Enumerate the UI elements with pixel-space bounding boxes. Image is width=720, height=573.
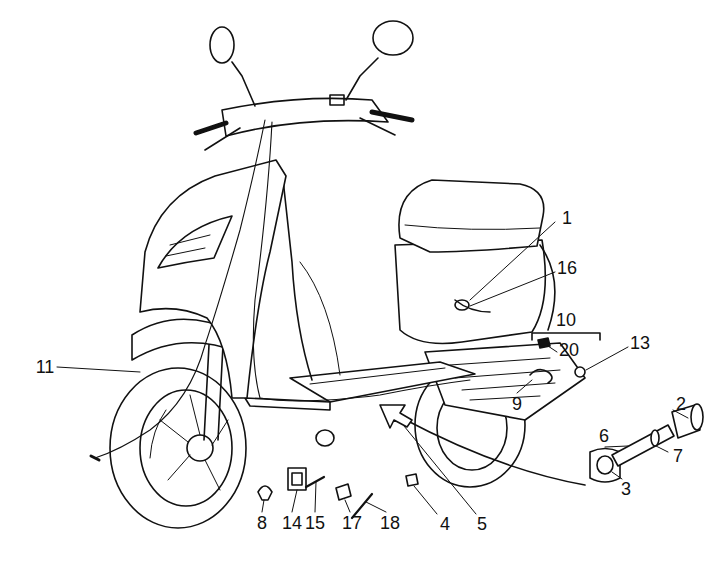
callout-number: 16 (556, 258, 578, 278)
leader-line (517, 380, 532, 393)
leader-line (605, 446, 628, 447)
leader-line (656, 446, 668, 452)
callout-number: 20 (558, 340, 580, 360)
callout-number: 11 (35, 357, 56, 377)
callout-number: 9 (511, 394, 523, 414)
plate-part (406, 474, 418, 486)
floorboard (290, 362, 475, 402)
callout-number: 1 (561, 208, 573, 228)
front-hub (187, 435, 213, 461)
callout-number: 8 (256, 513, 268, 533)
bracket-part (288, 468, 306, 490)
wheel-spokes (160, 395, 228, 490)
pointer-line (402, 418, 585, 485)
engine-fins (450, 358, 560, 400)
leader-line (586, 347, 628, 370)
callout-number: 2 (675, 394, 687, 414)
washer-part (651, 430, 659, 446)
right-mirror (373, 21, 413, 55)
brake-levers (205, 118, 395, 150)
body-underside (245, 398, 330, 410)
front-shield (140, 160, 286, 398)
leader-line (345, 500, 350, 512)
seat-seam (405, 225, 540, 229)
mirror-stem (346, 58, 378, 100)
headlight-panel (158, 216, 232, 268)
leader-line (57, 367, 140, 372)
leader-line (545, 344, 557, 352)
pointer-arrow (380, 405, 412, 428)
spring-part (530, 370, 552, 383)
leader-line (414, 486, 437, 514)
leg-shield (282, 170, 312, 380)
callout-number: 4 (439, 514, 451, 534)
floor-line (310, 368, 445, 384)
plate-part (336, 484, 351, 500)
cable-end (91, 456, 99, 460)
callout-number: 14 (281, 513, 303, 533)
handlebar-cover (222, 98, 388, 136)
callout-number: 17 (341, 513, 363, 533)
switch-box (330, 95, 344, 105)
rear-body (395, 240, 545, 344)
screw-part (306, 477, 324, 487)
callout-number: 7 (672, 446, 684, 466)
brake-disc (150, 410, 166, 458)
leader-line (470, 272, 555, 306)
rear-body-line (455, 300, 490, 312)
clip-part (258, 486, 272, 500)
rear-body-edge (540, 245, 555, 330)
callout-number: 18 (379, 513, 401, 533)
sleeve-end (691, 404, 703, 430)
leader-lines (57, 222, 688, 514)
leader-line (366, 502, 386, 512)
front-tire (110, 368, 246, 528)
grille-lines (166, 235, 210, 256)
left-mirror (210, 27, 234, 63)
bracket-inner (292, 473, 302, 485)
leader-line (262, 500, 264, 512)
leg-shield-line (300, 262, 340, 375)
brake-cable (95, 120, 265, 458)
front-rim (140, 390, 232, 506)
leader-line (292, 490, 297, 512)
callout-number: 13 (629, 333, 651, 353)
leader-line (470, 222, 555, 300)
bushing-hole (597, 456, 613, 474)
callout-number: 3 (620, 479, 632, 499)
nut-part (575, 367, 585, 377)
leader-line (612, 472, 622, 479)
callout-number: 6 (598, 426, 610, 446)
mirror-stem (232, 62, 255, 106)
callout-number: 15 (304, 513, 326, 533)
grommet-part (455, 300, 469, 310)
callout-number: 5 (476, 514, 488, 534)
leader-line (404, 426, 476, 514)
handle-grips (196, 112, 412, 133)
ring-part (316, 430, 334, 446)
leader-line (315, 482, 316, 512)
throttle-cable (253, 122, 470, 401)
callout-number: 10 (555, 310, 577, 330)
seat (399, 180, 544, 252)
rod-part (612, 425, 674, 466)
